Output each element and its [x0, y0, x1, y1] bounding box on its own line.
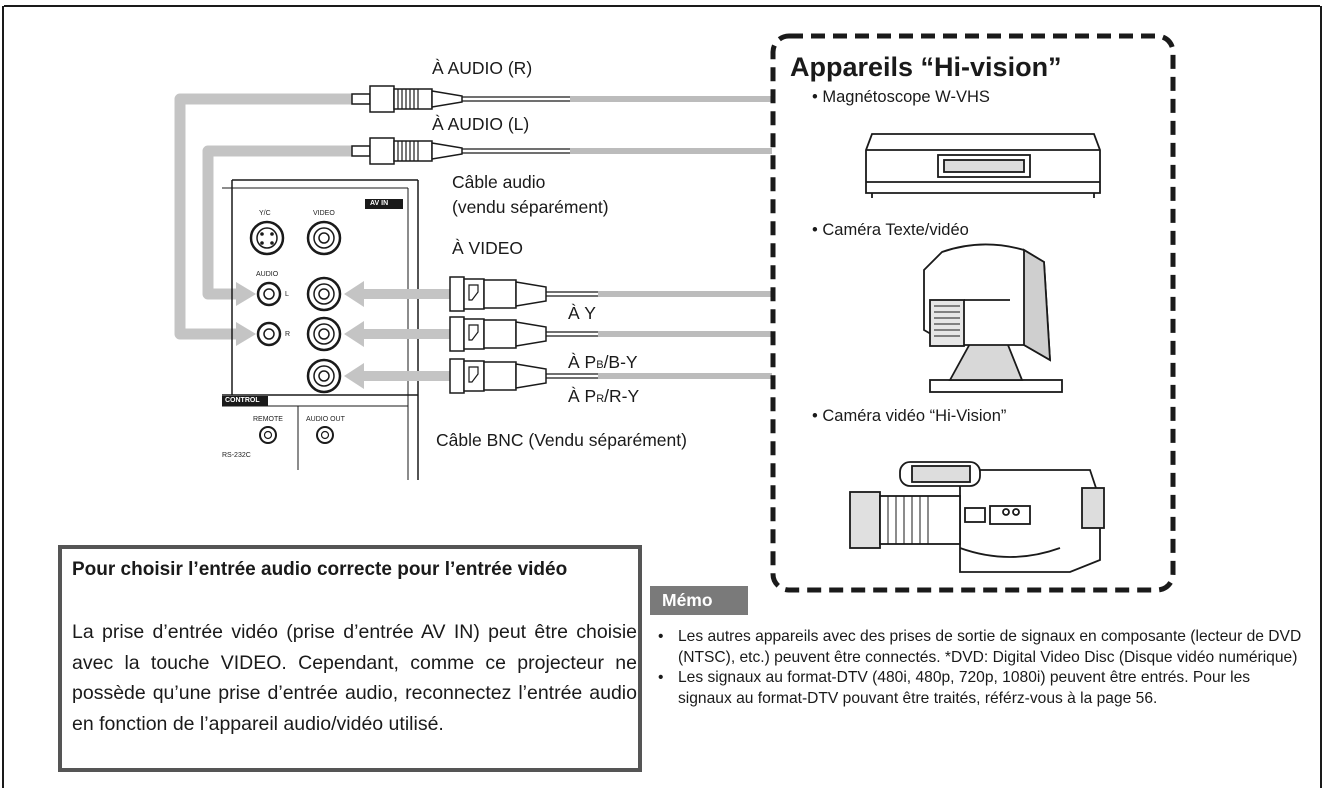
memo-item: Les signaux au format-DTV (480i, 480p, 7…: [656, 668, 1308, 709]
note-title: Pour choisir l’entrée audio correcte pou…: [72, 559, 568, 580]
panel-av-in-label: AV IN: [370, 200, 389, 207]
cable-wires: [462, 96, 598, 379]
note-body: La prise d’entrée vidéo (prise d’entrée …: [72, 621, 637, 735]
devices-dashed-box: [770, 33, 1176, 593]
bnc-arrows: [344, 281, 450, 389]
panel-remote-label: REMOTE: [253, 416, 283, 423]
label-pb: À PB/B-Y: [568, 352, 638, 376]
label-y: À Y: [568, 303, 596, 323]
label-pr-sub: R: [596, 393, 605, 405]
label-pb-prefix: À P: [568, 352, 597, 372]
rca-plug-l: [351, 137, 463, 165]
projector-panel: [222, 179, 419, 480]
label-audio-cable-line1: Câble audio: [452, 172, 546, 192]
panel-yc-label: Y/C: [259, 210, 271, 217]
bnc-jacks: [306, 276, 342, 394]
memo-item: Les autres appareils avec des prises de …: [656, 627, 1308, 668]
memo-list: Les autres appareils avec des prises de …: [656, 627, 1308, 709]
audio-input-note-box: [58, 545, 642, 772]
panel-video-label: VIDEO: [313, 210, 335, 217]
label-audio-cable-line2: (vendu séparément): [452, 197, 609, 217]
panel-rs232c-label: RS-232C: [222, 452, 251, 459]
audio-arrow-heads: [236, 282, 256, 346]
device-vcr-label: • Magnétoscope W-VHS: [812, 88, 990, 106]
panel-control-label: CONTROL: [225, 397, 260, 404]
bnc-plug-pr: [449, 358, 547, 394]
label-pr: À PR/R-Y: [568, 386, 639, 410]
label-audio-r: À AUDIO (R): [432, 58, 533, 78]
label-pb-sub: B: [596, 359, 604, 371]
label-video: À VIDEO: [452, 238, 523, 258]
panel-audio-label: AUDIO: [256, 271, 279, 278]
device-video-camera-label: • Caméra vidéo “Hi-Vision”: [812, 407, 1007, 425]
panel-audio-out-label: AUDIO OUT: [306, 416, 345, 423]
audio-arrows: [174, 93, 352, 340]
label-pr-prefix: À P: [568, 386, 597, 406]
bnc-plug-pb: [449, 316, 547, 352]
device-doc-camera-label: • Caméra Texte/vidéo: [812, 221, 969, 239]
memo-label: Mémo: [650, 586, 748, 615]
video-camera-icon: [849, 461, 1105, 573]
label-pb-suffix: /B-Y: [603, 352, 638, 372]
panel-l-label: L: [285, 291, 289, 298]
label-pr-suffix: /R-Y: [604, 386, 640, 406]
panel-r-label: R: [285, 331, 291, 338]
devices-title: Appareils “Hi-vision”: [790, 52, 1062, 82]
label-audio-l: À AUDIO (L): [432, 114, 530, 134]
document-camera-icon: [923, 243, 1063, 393]
bnc-plug-y: [449, 276, 547, 312]
device-cables: [570, 96, 772, 379]
vcr-icon: [865, 133, 1101, 198]
rca-plug-r: [351, 85, 463, 113]
label-bnc-cable: Câble BNC (Vendu séparément): [436, 430, 687, 450]
